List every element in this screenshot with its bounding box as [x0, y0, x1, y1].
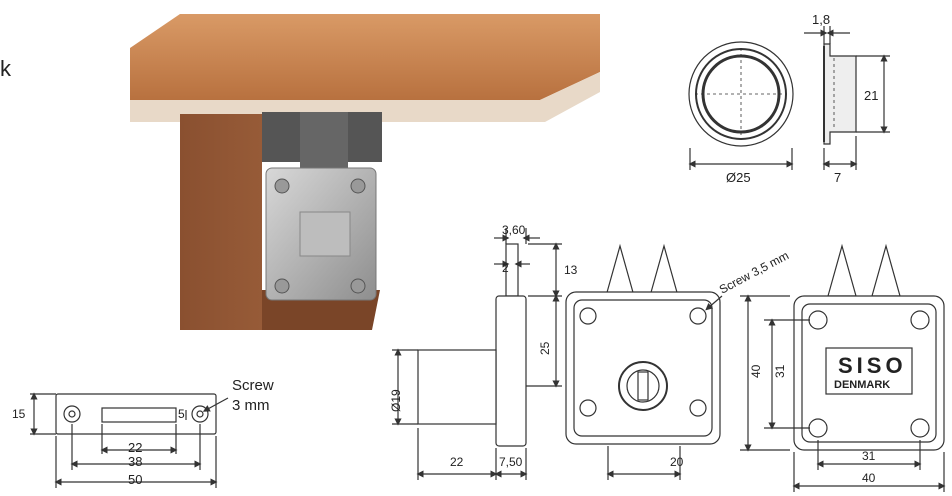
cup-washer-front	[688, 41, 794, 170]
keyhole-icon	[618, 361, 668, 411]
screw-icon	[350, 278, 366, 294]
back-brand-logo: SISO	[838, 353, 907, 378]
side-cyl-length-label: 22	[450, 455, 464, 469]
product-photo	[130, 14, 600, 330]
front-width-label: 20	[670, 455, 684, 469]
front-screw-note: Screw 3,5 mm	[717, 248, 791, 296]
screw-icon	[350, 178, 366, 194]
lock-back-view	[740, 243, 946, 492]
side-plate-thickness-label: 7,50	[499, 455, 523, 469]
cup-thickness-label: 1,8	[812, 12, 830, 27]
header-partial-text: k	[0, 56, 12, 81]
side-mid-height-label: 25	[538, 341, 552, 355]
screw-hole-icon	[191, 405, 209, 423]
screw-hole-icon	[63, 405, 81, 423]
strike-length-label: 50	[128, 472, 142, 487]
strike-screw-label: Screw	[232, 377, 274, 394]
side-top-offset-label: 13	[564, 263, 578, 277]
back-width-label: 40	[862, 471, 876, 485]
cup-washer-side	[804, 26, 890, 170]
back-height-label: 40	[749, 364, 763, 378]
strike-slot-height-label: 5	[178, 407, 185, 421]
back-brand-sub: DENMARK	[834, 379, 890, 391]
screw-icon	[274, 178, 290, 194]
strike-plate	[30, 392, 229, 488]
lock-body	[262, 112, 382, 301]
side-top-width-label: 3,60	[502, 223, 526, 237]
lock-front-view	[565, 243, 723, 480]
back-inner-width-label: 31	[862, 449, 876, 463]
cup-depth-label: 7	[834, 170, 841, 185]
strike-hole-spacing-label: 38	[128, 454, 142, 469]
shelf-board	[130, 14, 600, 122]
side-gap-label: 2	[502, 261, 509, 275]
cup-diameter-label: Ø25	[726, 170, 751, 185]
cup-height-label: 21	[864, 88, 878, 103]
side-cyl-diameter-label: Ø19	[389, 389, 403, 412]
strike-slot-width-label: 22	[128, 440, 142, 455]
lock-side-view	[392, 228, 562, 480]
back-inner-height-label: 31	[773, 364, 787, 378]
strike-screw-size: 3 mm	[232, 397, 270, 414]
screw-icon	[274, 278, 290, 294]
strike-height-label: 15	[12, 407, 26, 421]
